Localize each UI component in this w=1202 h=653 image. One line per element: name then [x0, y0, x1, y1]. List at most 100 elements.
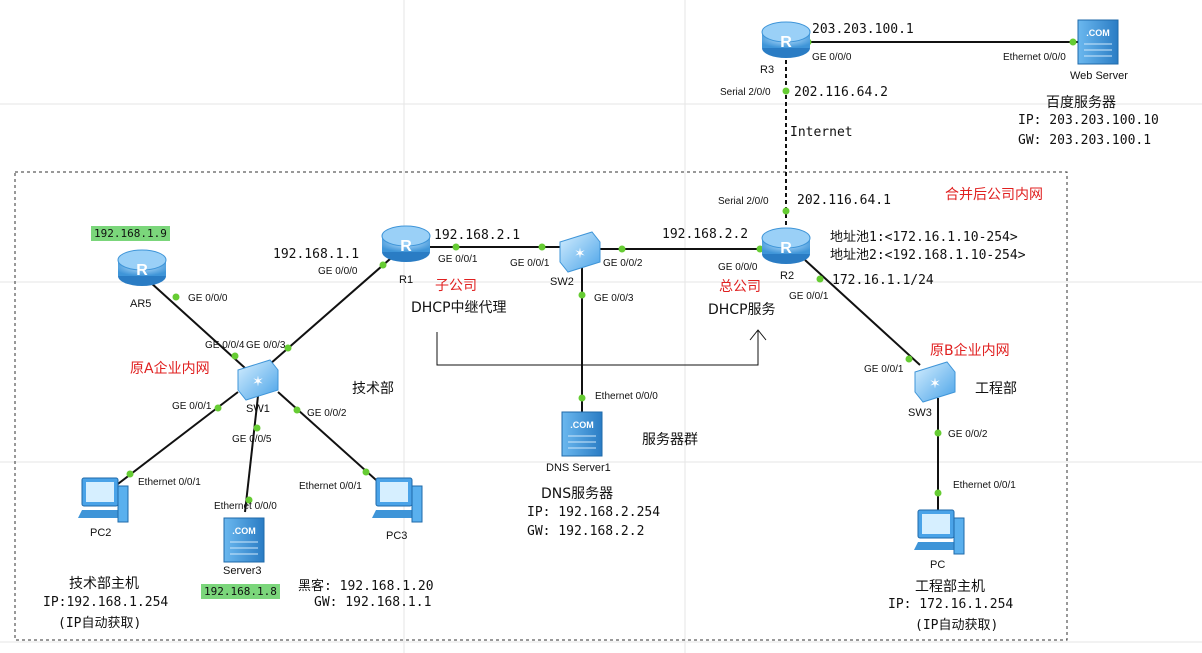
sub-company-label: 子公司: [435, 278, 477, 294]
svg-text:.COM: .COM: [232, 526, 256, 536]
baidu-server-gw: GW: 203.203.100.1: [1018, 133, 1152, 148]
ip-r2-serial: 202.116.64.1: [797, 193, 891, 208]
dhcp-pool-2: 地址池2:<192.168.1.10-254>: [830, 248, 1026, 263]
dns-server-icon[interactable]: .COM: [561, 411, 603, 457]
port-pc-eth: Ethernet 0/0/1: [953, 480, 1016, 491]
link-sw1-server3: [244, 395, 259, 513]
port-server3-eth: Ethernet 0/0/0: [214, 501, 277, 512]
link-ar5-sw1: [149, 281, 246, 369]
port-sw3-ge002: GE 0/0/2: [948, 429, 988, 440]
ip-r2-lan: 192.168.2.2: [662, 227, 749, 242]
router-r1-icon[interactable]: R: [381, 225, 431, 262]
dns-server-ip: IP: 192.168.2.254: [527, 505, 661, 520]
original-a-network-label: 原A企业内网: [130, 361, 210, 377]
switch-sw3-icon[interactable]: ✶: [914, 361, 956, 403]
port-sw1-ge001: GE 0/0/1: [172, 401, 212, 412]
svg-text:R: R: [780, 34, 792, 51]
ip-r1-uplink: 192.168.2.1: [434, 228, 521, 243]
port-sw2-ge001: GE 0/0/1: [510, 258, 550, 269]
port-sw1-ge004: GE 0/0/4: [205, 340, 245, 351]
port-r2-ge001: GE 0/0/1: [789, 291, 829, 302]
dhcp-service-label: DHCP服务: [708, 302, 776, 318]
original-b-network-label: 原B企业内网: [930, 343, 1010, 359]
port-r2-ge000: GE 0/0/0: [718, 262, 758, 273]
node-label-web: Web Server: [1070, 70, 1128, 82]
port-pc3-eth: Ethernet 0/0/1: [299, 481, 362, 492]
baidu-server-ip: IP: 203.203.100.10: [1018, 113, 1159, 128]
ip-r2-eng: 172.16.1.1/24: [832, 273, 934, 288]
eng-dept-label: 工程部: [975, 381, 1017, 397]
switch-sw2-icon[interactable]: ✶: [559, 231, 601, 273]
node-label-sw2: SW2: [550, 276, 574, 288]
dhcp-relay-arrow: [436, 329, 767, 366]
svg-text:.COM: .COM: [570, 420, 594, 430]
port-sw1-ge002: GE 0/0/2: [307, 408, 347, 419]
port-r2-serial: Serial 2/0/0: [718, 196, 769, 207]
svg-text:✶: ✶: [252, 374, 264, 390]
svg-text:✶: ✶: [574, 246, 586, 262]
eng-host-title: 工程部主机: [915, 579, 985, 595]
port-r1-ge001: GE 0/0/1: [438, 254, 478, 265]
port-sw1-ge003: GE 0/0/3: [246, 340, 286, 351]
router-r2-icon[interactable]: R: [761, 227, 811, 264]
svg-text:R: R: [136, 262, 148, 279]
server3-icon[interactable]: .COM: [223, 517, 265, 563]
node-label-ar5: AR5: [130, 298, 152, 310]
eng-host-note: (IP自动获取): [915, 618, 999, 633]
port-sw2-ge003: GE 0/0/3: [594, 293, 634, 304]
router-r3-icon[interactable]: R: [761, 21, 811, 58]
port-dots: [126, 38, 1077, 504]
router-ar5-icon[interactable]: R: [117, 249, 167, 286]
pc-eng-icon[interactable]: [914, 509, 965, 555]
dns-server-gw: GW: 192.168.2.2: [527, 524, 645, 539]
dhcp-relay-label: DHCP中继代理: [411, 300, 507, 316]
port-web-eth000: Ethernet 0/0/0: [1003, 52, 1066, 63]
port-sw3-ge001: GE 0/0/1: [864, 364, 904, 375]
link-r2-sw3: [804, 259, 921, 366]
tech-dept-label: 技术部: [352, 381, 394, 397]
ip-r3-serial: 202.116.64.2: [794, 85, 888, 100]
ip-tag-server3: 192.168.1.8: [201, 584, 280, 599]
pc3-icon[interactable]: [372, 477, 423, 523]
svg-text:R: R: [400, 238, 412, 255]
port-sw2-ge002: GE 0/0/2: [603, 258, 643, 269]
server-group-label: 服务器群: [642, 432, 698, 448]
hacker-ip: 黑客: 192.168.1.20: [298, 579, 434, 594]
port-sw1-ge005: GE 0/0/5: [232, 434, 272, 445]
web-server-icon[interactable]: .COM: [1077, 19, 1119, 65]
port-r1-ge000: GE 0/0/0: [318, 266, 358, 277]
ip-r3-wan: 203.203.100.1: [812, 22, 914, 37]
node-label-pc2: PC2: [90, 527, 112, 539]
node-label-r1: R1: [399, 274, 414, 286]
svg-text:R: R: [780, 240, 792, 257]
label-internet: Internet: [790, 125, 853, 140]
merged-network-label: 合并后公司内网: [945, 187, 1043, 203]
baidu-server-title: 百度服务器: [1046, 95, 1116, 111]
svg-text:.COM: .COM: [1086, 28, 1110, 38]
node-label-dns: DNS Server1: [546, 462, 611, 474]
node-label-r2: R2: [780, 270, 795, 282]
hacker-gw: GW: 192.168.1.1: [314, 595, 432, 610]
enterprise-boundary: [14, 171, 1068, 641]
switch-sw1-icon[interactable]: ✶: [237, 359, 279, 401]
port-pc2-eth: Ethernet 0/0/1: [138, 477, 201, 488]
port-r3-serial: Serial 2/0/0: [720, 87, 771, 98]
svg-text:✶: ✶: [929, 376, 941, 392]
port-dns-eth: Ethernet 0/0/0: [595, 391, 658, 402]
node-label-pc3: PC3: [386, 530, 408, 542]
node-label-pc: PC: [930, 559, 946, 571]
dhcp-pool-1: 地址池1:<172.16.1.10-254>: [830, 230, 1018, 245]
node-label-sw3: SW3: [908, 407, 932, 419]
tech-host-ip: IP:192.168.1.254: [43, 595, 169, 610]
eng-host-ip: IP: 172.16.1.254: [888, 597, 1014, 612]
head-office-label: 总公司: [719, 279, 761, 295]
port-ar5-ge000: GE 0/0/0: [188, 293, 228, 304]
tech-host-title: 技术部主机: [69, 576, 139, 592]
pc2-icon[interactable]: [78, 477, 129, 523]
dns-server-title: DNS服务器: [541, 486, 614, 502]
ip-r1-lan: 192.168.1.1: [273, 247, 360, 262]
port-r3-ge000: GE 0/0/0: [812, 52, 852, 63]
tech-host-note: (IP自动获取): [58, 616, 142, 631]
